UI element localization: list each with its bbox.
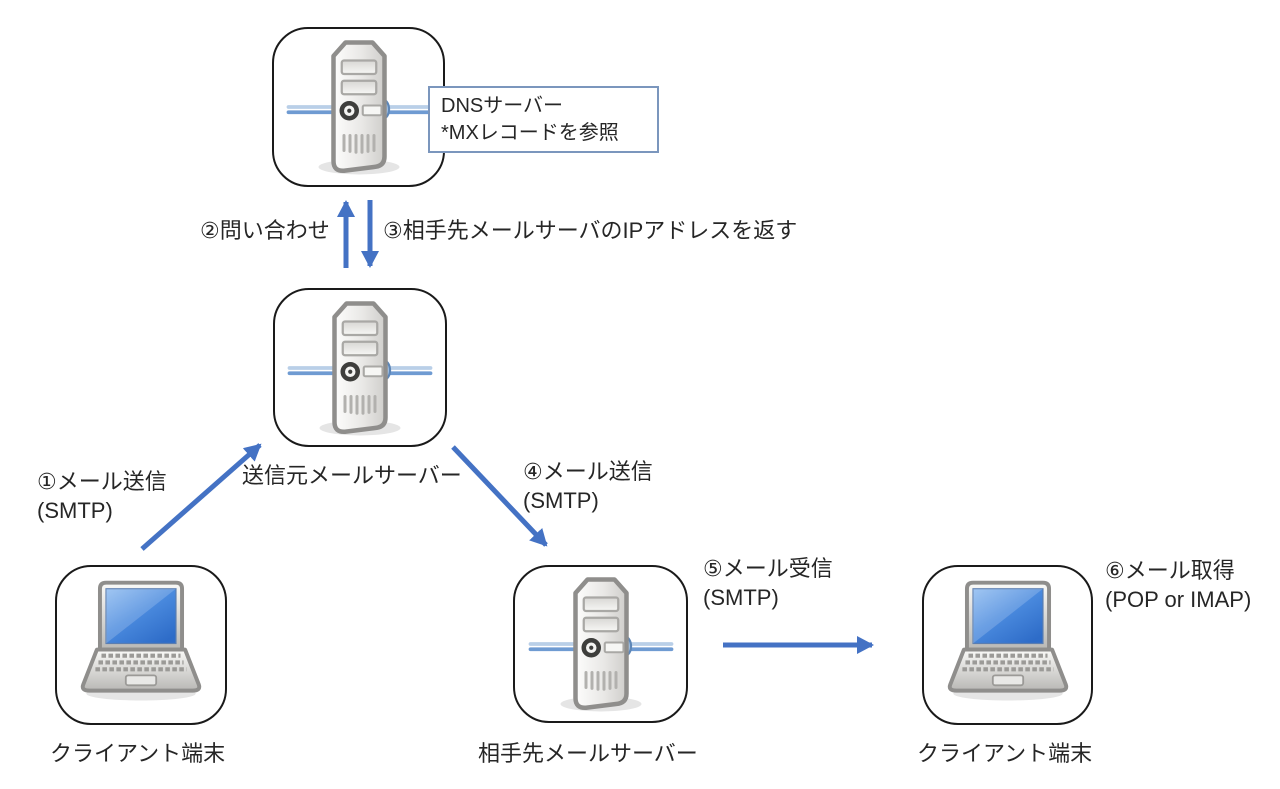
laptop-icon: [929, 569, 1087, 721]
server-icon: [526, 569, 676, 719]
edge-label-step4: ④メール送信 (SMTP): [523, 457, 653, 515]
edge-label-step3-text: ③相手先メールサーバのIPアドレスを返す: [383, 218, 798, 243]
edge-label-step5-protocol: (SMTP): [703, 585, 779, 610]
node-client-terminal-left: [55, 565, 227, 725]
edge-label-step1-text: ①メール送信: [37, 469, 167, 494]
node-source-mail-server: [273, 288, 447, 447]
edge-label-step1: ①メール送信 (SMTP): [37, 467, 167, 525]
dns-annotation-box: DNSサーバー *MXレコードを参照: [428, 86, 659, 153]
edge-label-step6: ⑥メール取得 (POP or IMAP): [1105, 556, 1251, 614]
laptop-icon: [62, 569, 220, 721]
edge-label-step6-text: ⑥メール取得: [1105, 558, 1235, 583]
edge-label-step2-text: ②問い合わせ: [200, 218, 330, 243]
node-client-terminal-right: [922, 565, 1093, 725]
node-dns-server: [272, 27, 445, 187]
dns-annotation-line2: *MXレコードを参照: [441, 122, 619, 144]
node-label-source-mail-server: 送信元メールサーバー: [242, 463, 462, 488]
edge-label-step4-text: ④メール送信: [523, 459, 653, 484]
edge-label-step5: ⑤メール受信 (SMTP): [703, 554, 833, 612]
edge-label-step4-protocol: (SMTP): [523, 488, 599, 513]
node-label-destination-mail-server: 相手先メールサーバー: [478, 741, 698, 766]
edge-label-step3: ③相手先メールサーバのIPアドレスを返す: [383, 216, 797, 245]
server-icon: [285, 293, 435, 443]
edge-label-step1-protocol: (SMTP): [37, 498, 113, 523]
node-label-client-terminal-right: クライアント端末: [917, 741, 1093, 766]
dns-annotation-line1: DNSサーバー: [441, 95, 564, 117]
edge-label-step5-text: ⑤メール受信: [703, 556, 833, 581]
edge-label-step6-protocol: (POP or IMAP): [1105, 587, 1252, 612]
node-label-client-terminal-left: クライアント端末: [50, 741, 226, 766]
node-destination-mail-server: [513, 565, 688, 723]
edge-label-step2: ②問い合わせ: [200, 216, 330, 245]
server-icon: [284, 32, 434, 182]
